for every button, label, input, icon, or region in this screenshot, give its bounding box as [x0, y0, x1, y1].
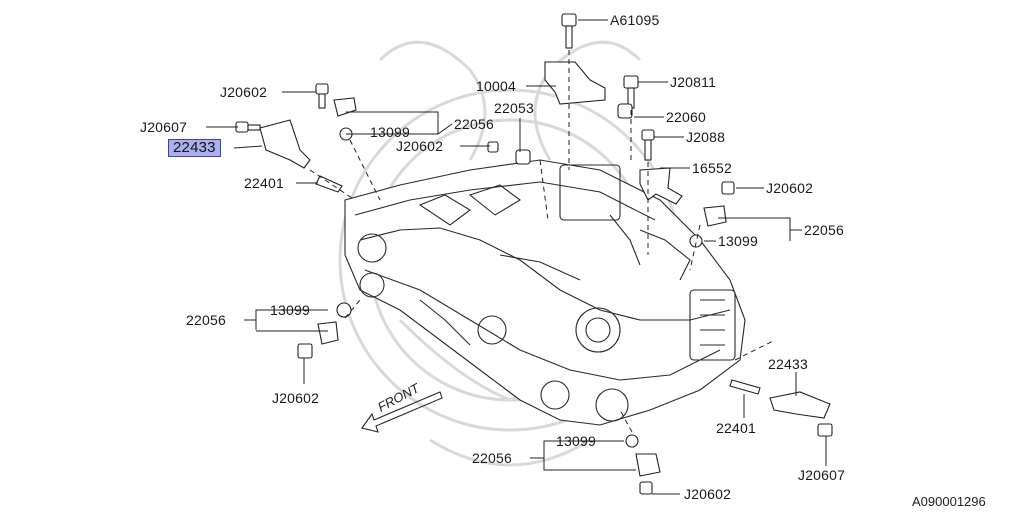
- callout-16552[interactable]: 16552: [692, 160, 732, 176]
- document-id: A090001296: [912, 494, 986, 509]
- callout-j20602-left[interactable]: J20602: [272, 390, 320, 406]
- front-arrow: [361, 391, 443, 433]
- callout-j20607-right[interactable]: J20607: [798, 467, 846, 483]
- callout-22433-right[interactable]: 22433: [768, 356, 808, 372]
- callout-22433-highlighted[interactable]: 22433: [168, 139, 221, 157]
- callout-22060[interactable]: 22060: [666, 109, 706, 125]
- callout-10004[interactable]: 10004: [476, 78, 516, 94]
- callout-13099-left[interactable]: 13099: [270, 302, 310, 318]
- callout-j20602-mid[interactable]: J20602: [396, 138, 444, 154]
- callout-22056-left[interactable]: 22056: [186, 312, 226, 328]
- assembly-lines: [309, 50, 776, 433]
- callout-13099-bottom[interactable]: 13099: [556, 433, 596, 449]
- components: [235, 13, 833, 495]
- callout-22053[interactable]: 22053: [494, 100, 534, 116]
- callout-j20811[interactable]: J20811: [670, 74, 717, 90]
- callout-j20602-top-left[interactable]: J20602: [220, 84, 268, 100]
- callout-j2088[interactable]: J2088: [686, 129, 726, 145]
- leader-lines: [206, 19, 827, 495]
- engine-block: [344, 159, 746, 426]
- callout-j20607-left[interactable]: J20607: [140, 119, 188, 135]
- callout-22401-left[interactable]: 22401: [244, 175, 284, 191]
- callout-a61095[interactable]: A61095: [610, 12, 660, 28]
- callout-22056-top[interactable]: 22056: [454, 116, 494, 132]
- callout-22056-bottom[interactable]: 22056: [472, 450, 512, 466]
- callout-13099-top[interactable]: 13099: [370, 124, 410, 140]
- callout-22056-right[interactable]: 22056: [804, 222, 844, 238]
- callout-j20602-right[interactable]: J20602: [766, 180, 814, 196]
- callout-j20602-bottom[interactable]: J20602: [684, 486, 732, 502]
- callout-13099-right[interactable]: 13099: [718, 233, 758, 249]
- callout-22401-right[interactable]: 22401: [716, 420, 756, 436]
